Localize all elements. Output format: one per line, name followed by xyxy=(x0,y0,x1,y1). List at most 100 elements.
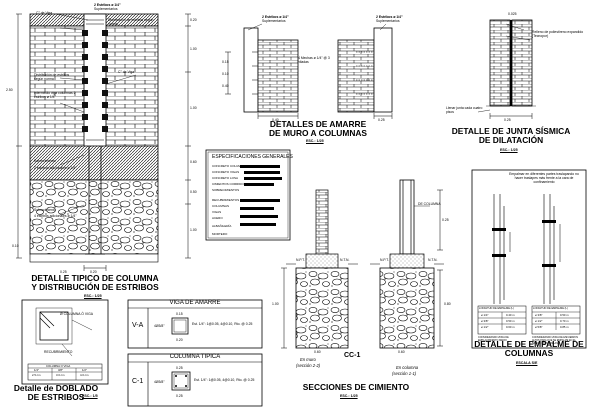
amarre-d2: 0.10 xyxy=(222,72,229,76)
doblado-col-2: 1/2" xyxy=(82,368,87,372)
empalme-tl-r2c1: 0.60 m xyxy=(506,325,515,329)
spec-row: ALBAÑILERÍA xyxy=(212,224,232,228)
label-viga: C° de Viga xyxy=(36,11,53,15)
cim-cc-label: CC-1 xyxy=(344,352,361,359)
dim-10: 0.10 xyxy=(12,244,19,248)
amarre-mecha: 4 Mechas ø 1/4" @ 3 hiladas xyxy=(298,56,330,64)
schedule-viga-dim: 0.20 xyxy=(176,338,183,342)
empalme-tr-r0c1: 0.50 m xyxy=(560,313,569,317)
cim-en-muro: En muro xyxy=(300,357,316,362)
schedule-viga-bars: 4Ø3/8" xyxy=(154,324,165,328)
dim-7: 2.50 xyxy=(6,88,13,92)
dim-8: 0.20 xyxy=(90,270,97,274)
amarre-title: DETALLES DE AMARRE DE MURO A COLUMNAS xyxy=(268,119,367,138)
column-detail-title: DETALLE TIPICO DE COLUMNA Y DISTRIBUCIÓN… xyxy=(31,273,159,292)
amarre-estribos-a: 2 Estribos ø 1/4" xyxy=(262,15,289,19)
empalme-tr-r2c0: ø 5/8" xyxy=(535,325,543,329)
junta-dim: 0.25 xyxy=(504,118,511,122)
doblado-table-header: COLUMNA O VIGA xyxy=(46,364,71,368)
spec-row: SOBRECIMIENTOS xyxy=(212,188,240,192)
empalme-tr-header: LONGITUD DE EMPALME (L) xyxy=(533,307,568,310)
label-sobre-estribos: 2 estribos adicionales ø 1/4" xyxy=(34,166,77,170)
cim-dim-e: 0.60 xyxy=(398,350,405,354)
schedule-col-bars: 4Ø3/8" xyxy=(154,380,165,384)
doblado-val-2: 4.0 cm xyxy=(80,373,89,377)
cim-ntn-b: N.T.N. xyxy=(428,258,438,262)
empalme-tl-foot: CONSIDERANDO ZONA DE EMPLAZAMIENTO MEDIO xyxy=(478,336,509,342)
doblado-scale: ESC.: 1/5 xyxy=(82,394,98,398)
column-detail xyxy=(16,13,191,271)
cimiento-scale: ESC.: 1/25 xyxy=(340,394,358,398)
amarre-detail xyxy=(225,23,393,119)
cim-dim-a: 1.00 xyxy=(272,302,279,306)
cimiento-title: SECCIONES DE CIMIENTO xyxy=(302,382,410,392)
column-detail-scale: ESC.: 1/25 xyxy=(84,294,102,298)
doblado-detail xyxy=(21,299,109,385)
schedule-viga-size: 0.15 xyxy=(176,312,183,316)
empalme-tl-r1c1: 0.50 m xyxy=(506,319,515,323)
spec-row: CIMIENTOS CORRIDOS xyxy=(212,182,246,186)
amarre-supl-a: Suplementarios xyxy=(262,19,286,23)
spec-row: CONCRETO VIGAS xyxy=(212,170,240,174)
empalme-detail xyxy=(471,169,587,349)
empalme-tr-r1c0: ø 1/2" xyxy=(535,319,543,323)
schedule-col-dim: 0.25 xyxy=(176,394,183,398)
schedule-viga-code: V-A xyxy=(132,322,144,329)
doblado-val-1: 3.0 cm xyxy=(56,373,65,377)
junta-detail xyxy=(477,19,536,119)
amarre-scale: ESC.: 1/25 xyxy=(306,139,324,143)
empalme-tl-r1c0: ø 3/8" xyxy=(481,319,489,323)
doblado-val-0: 2.5 cm xyxy=(32,373,41,377)
empalme-title: DETALLE DE EMPALME DE COLUMNAS xyxy=(474,339,584,358)
schedule-col-size: 0.25 xyxy=(176,366,183,370)
cim-dim-b: 0.25 xyxy=(442,218,449,222)
junta-relleno: Relleno de poliestireno expandido (Tecno… xyxy=(532,30,584,38)
dim-1: 0.20 xyxy=(190,18,197,22)
schedule-viga-stirrups: Est. 1/4": 1@0.05, 4@0.10, Rto. @ 0.25 xyxy=(192,322,253,326)
amarre-estribos-b: 2 Estribos ø 1/4" xyxy=(376,15,403,19)
empalme-tr-foot: CONSIDERANDO ZONA DE ESFUERZOS ALTOS PAR… xyxy=(532,336,578,345)
dim-3: 1.00 xyxy=(190,106,197,110)
junta-title: DETALLE DE JUNTA SÍSMICA DE DILATACIÓN xyxy=(451,126,571,145)
schedule-col-title: COLUMNA TIPICA xyxy=(169,354,221,360)
empalme-tr-r2c1: 0.85 m xyxy=(560,325,569,329)
cim-npt-b: N.P.T. xyxy=(380,258,389,262)
doblado-gancho: Ø COLUMNA Ó VIGA xyxy=(60,312,93,316)
label-cimiento-estribos: 4 estribos adicionales ø 1/4" xyxy=(34,214,77,218)
cim-en-columna: En columna xyxy=(396,365,419,370)
amarre-supl-b: Suplementarios xyxy=(376,19,400,23)
amarre-d5: 0.25 xyxy=(378,118,385,122)
empalme-tl-r0c1: 0.40 m xyxy=(506,313,515,317)
amarre-d4: 0.40 xyxy=(272,118,279,122)
spec-row: COLUMNAS xyxy=(212,204,230,208)
spec-row: MORTERO xyxy=(212,232,228,236)
cim-ntn-a: N.T.N. xyxy=(340,258,350,262)
empalme-tl-header: LONGITUD DE EMPALME (L) xyxy=(479,307,514,310)
empalme-tr-r1c1: 0.70 m xyxy=(560,319,569,323)
schedule-viga-title: VIGA DE AMARRE xyxy=(169,300,221,306)
empalme-note: Empalmar en diferentes partes traslapand… xyxy=(509,172,579,184)
spec-row: RECUBRIMIENTOS xyxy=(212,198,240,202)
spec-row: ACERO xyxy=(212,216,223,220)
amarre-d1: 0.15 xyxy=(222,60,229,64)
cim-dim-d: 0.60 xyxy=(314,350,321,354)
dim-6: 1.00 xyxy=(190,228,197,232)
cim-seccion-2: (sección 2-2) xyxy=(296,363,321,368)
cim-seccion-1: (sección 1-1) xyxy=(392,371,417,376)
cim-npt-a: N.P.T. xyxy=(296,258,305,262)
dim-2: 1.00 xyxy=(190,47,197,51)
label-c-viga: C° de Viga xyxy=(118,70,135,74)
spec-row: CONCRETO LOSA xyxy=(212,176,238,180)
label-note2: Distribución de estribos según norma xyxy=(34,73,70,81)
label-intermedio: Intermedio viga columnas 2 estribos ø 1/… xyxy=(34,91,76,99)
junta-top: 0.025 xyxy=(508,12,517,16)
empalme-tl-r2c0: ø 1/2" xyxy=(481,325,489,329)
dim-9: 0.25 xyxy=(60,270,67,274)
label-estribos-top: 2 Estribos ø 1/4" xyxy=(94,3,121,7)
junta-scale: ESC.: 1/25 xyxy=(500,148,518,152)
specs-title: ESPECIFICACIONES GENERALES xyxy=(212,154,293,160)
empalme-tl-r0c0: ø 1/4" xyxy=(481,313,489,317)
specs-table xyxy=(205,149,291,241)
label-sobrecimiento-b: Sobrecimiento xyxy=(34,208,56,212)
